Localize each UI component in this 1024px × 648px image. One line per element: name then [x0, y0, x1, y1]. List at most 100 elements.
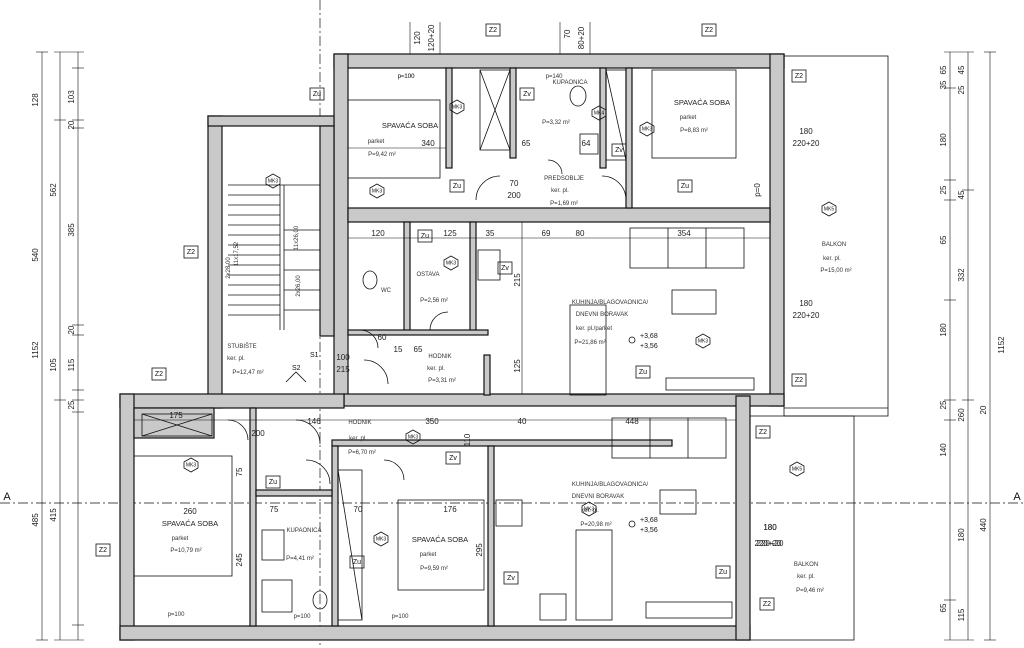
svg-text:ker. pl.: ker. pl.: [797, 574, 815, 580]
svg-text:P=3,31 m²: P=3,31 m²: [428, 378, 456, 384]
svg-text:75: 75: [235, 467, 244, 476]
svg-text:P=1,69 m²: P=1,69 m²: [550, 201, 578, 207]
svg-text:P=3,32 m²: P=3,32 m²: [542, 120, 570, 126]
svg-text:parket: parket: [172, 536, 189, 542]
svg-text:P=8,83 m²: P=8,83 m²: [680, 128, 708, 134]
svg-text:P=6,70 m²: P=6,70 m²: [348, 450, 376, 456]
svg-text:MK3: MK3: [186, 462, 197, 468]
lower-apartment-walls: [119, 393, 751, 641]
room-storage: OSTAVA P=2,56 m²: [416, 272, 447, 304]
svg-text:p=140: p=140: [546, 74, 564, 80]
svg-text:562: 562: [49, 183, 58, 197]
room-hall1: PREDSOBLJE ker. pl. P=1,69 m²: [544, 176, 584, 207]
svg-text:KUHINJA/BLAGOVAONICA/: KUHINJA/BLAGOVAONICA/: [572, 300, 649, 306]
svg-text:MK3: MK3: [642, 126, 653, 132]
svg-text:p=100: p=100: [392, 614, 410, 620]
svg-text:20: 20: [979, 405, 988, 414]
svg-text:180: 180: [763, 523, 777, 532]
svg-text:45: 45: [957, 65, 966, 74]
svg-text:180: 180: [799, 127, 813, 136]
svg-text:p=100: p=100: [398, 74, 416, 80]
svg-text:P=12,47 m²: P=12,47 m²: [232, 370, 263, 376]
svg-text:P=9,59 m²: P=9,59 m²: [420, 566, 448, 572]
svg-text:ker. pl.: ker. pl.: [823, 256, 841, 262]
svg-text:200: 200: [251, 429, 265, 438]
svg-text:HODNIK: HODNIK: [348, 420, 371, 426]
level-markers: +3,68 +3,56 +3,68 +3,56: [628, 333, 658, 534]
tags: Z2 Z2 Zu Z2 Zv Zv Zu Zu Z2 Zu Zv Z2 Zu Z…: [95, 23, 807, 611]
svg-text:MK5: MK5: [824, 206, 835, 212]
svg-text:P=20,98 m²: P=20,98 m²: [580, 522, 611, 528]
svg-text:Z2: Z2: [795, 73, 803, 80]
svg-text:245: 245: [235, 553, 244, 567]
svg-text:125: 125: [443, 229, 457, 238]
svg-text:180: 180: [939, 323, 948, 337]
svg-text:P=9,46 m²: P=9,46 m²: [796, 588, 824, 594]
svg-text:260: 260: [957, 408, 966, 422]
svg-text:220+20: 220+20: [793, 139, 820, 148]
furniture: [133, 69, 755, 621]
svg-text:+3,56: +3,56: [640, 527, 658, 534]
svg-text:+3,68: +3,68: [640, 333, 658, 340]
svg-text:60: 60: [378, 333, 387, 342]
svg-text:65: 65: [939, 65, 948, 74]
svg-text:220+20: 220+20: [793, 311, 820, 320]
svg-text:440: 440: [979, 518, 988, 532]
room-bath1: KUPAONICA P=3,32 m²: [542, 80, 587, 126]
svg-text:175: 175: [169, 411, 183, 420]
balcony-openings: 180 220+20 180 220+20 180 220+20: [757, 127, 820, 548]
svg-text:140: 140: [939, 443, 948, 457]
svg-text:MK3: MK3: [446, 260, 457, 266]
svg-text:180: 180: [763, 523, 777, 532]
svg-text:BALKON: BALKON: [822, 242, 846, 248]
svg-text:65: 65: [939, 235, 948, 244]
room-bath2: KUPAONICA P=4,41 m²: [286, 528, 321, 562]
sill-labels: p=100 p=140 p=100 p=100 p=100: [168, 74, 564, 620]
svg-text:80: 80: [576, 229, 585, 238]
svg-text:64: 64: [582, 139, 591, 148]
svg-text:BALKON: BALKON: [794, 562, 818, 568]
svg-text:35: 35: [939, 80, 948, 89]
svg-text:120: 120: [413, 31, 422, 45]
svg-text:P=15,00 m²: P=15,00 m²: [820, 268, 851, 274]
svg-text:+3,56: +3,56: [640, 343, 658, 350]
room-bed4: SPAVAĆA SOBA parket P=9,59 m²: [412, 535, 468, 572]
svg-text:260: 260: [183, 507, 197, 516]
svg-text:ker. pl.: ker. pl.: [581, 508, 599, 514]
svg-text:146: 146: [307, 417, 321, 426]
svg-text:Zu: Zu: [421, 233, 429, 240]
plan-dimensions: 340 p=100 65 64 70 200 120 125 35 69 80 …: [134, 74, 782, 567]
svg-text:Z2: Z2: [155, 371, 163, 378]
svg-text:Zu: Zu: [353, 559, 361, 566]
svg-text:Zv: Zv: [615, 147, 623, 154]
svg-text:p=0: p=0: [753, 183, 762, 197]
svg-text:ker. pl.: ker. pl.: [551, 188, 569, 194]
svg-text:69: 69: [542, 229, 551, 238]
svg-text:220+20: 220+20: [755, 539, 782, 548]
svg-text:295: 295: [475, 543, 484, 557]
svg-text:332: 332: [957, 268, 966, 282]
svg-text:Zu: Zu: [313, 91, 321, 98]
svg-text:Zu: Zu: [719, 569, 727, 576]
svg-text:25: 25: [67, 400, 76, 409]
stair-marker-s2: S2: [292, 365, 301, 372]
svg-text:P=9,42 m²: P=9,42 m²: [368, 152, 396, 158]
room-stairs: STUBIŠTE ker. pl. P=12,47 m²: [227, 343, 263, 376]
svg-text:70: 70: [510, 179, 519, 188]
svg-text:MK5: MK5: [792, 466, 803, 472]
svg-text:SPAVAĆA SOBA: SPAVAĆA SOBA: [162, 519, 218, 528]
section-mark-right: A: [1013, 491, 1021, 503]
stairwell: 11x17,52 11x26,00 2x26,00 2x28,00 S1 S2: [207, 115, 335, 409]
svg-text:215: 215: [336, 365, 350, 374]
svg-text:ker. pl.: ker. pl.: [349, 436, 367, 442]
svg-text:128: 128: [31, 93, 40, 107]
svg-text:180: 180: [799, 299, 813, 308]
svg-text:STUBIŠTE: STUBIŠTE: [227, 343, 256, 350]
svg-text:Z2: Z2: [795, 377, 803, 384]
svg-text:Zu: Zu: [681, 183, 689, 190]
svg-text:MK3: MK3: [268, 178, 279, 184]
svg-text:70: 70: [563, 29, 572, 38]
svg-text:Zv: Zv: [507, 575, 515, 582]
mk-markers: MK3 MK3 MK4 MK3 MK3 MK3 MK5 MK3 MK3 MK3 …: [183, 99, 837, 547]
svg-text:120: 120: [371, 229, 385, 238]
